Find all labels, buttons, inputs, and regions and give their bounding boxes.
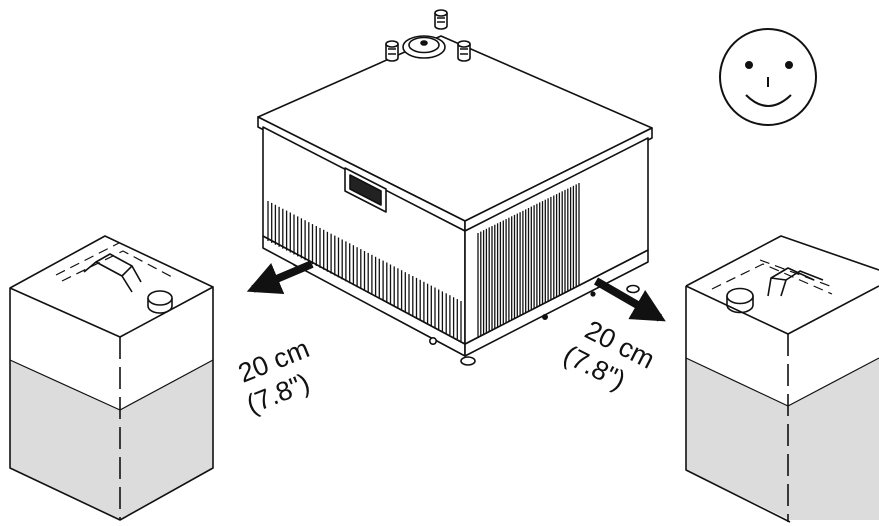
- right-canister: [685, 235, 879, 523]
- left-clearance-label: 20 cm (7.8"): [234, 333, 314, 420]
- side-vent-grille: [477, 183, 580, 338]
- right-clearance-label: 20 cm (7.8"): [559, 315, 660, 396]
- smiley-face-icon: [719, 28, 817, 126]
- left-canister: [9, 235, 214, 521]
- right-canister-liquid: [686, 358, 879, 520]
- unit-handle: [344, 167, 387, 213]
- top-fill-port: [402, 35, 446, 59]
- chiller-unit: [257, 9, 653, 366]
- front-vent-grille: [267, 201, 462, 341]
- right-clearance-arrow: [593, 277, 666, 322]
- left-canister-liquid: [10, 360, 213, 520]
- top-connector-left: [385, 40, 399, 62]
- top-connector-back: [434, 9, 448, 30]
- top-connector-right: [457, 40, 471, 62]
- left-clearance-arrow: [246, 260, 314, 294]
